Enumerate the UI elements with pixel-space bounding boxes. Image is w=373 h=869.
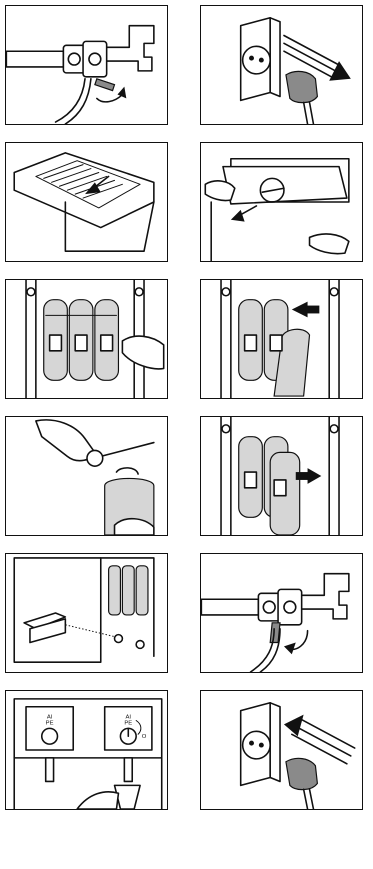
step-release-filters-panel xyxy=(5,279,168,399)
pull-filter-illustration xyxy=(201,280,362,398)
dial-mark-label: O xyxy=(142,734,147,740)
release-filters-illustration xyxy=(6,280,167,398)
plug-in-illustration xyxy=(201,691,362,809)
reassemble-illustration xyxy=(6,554,167,672)
step-disconnect-filter-panel xyxy=(5,416,168,536)
open-panel-illustration xyxy=(201,143,362,261)
step-pull-filter-panel xyxy=(200,279,363,399)
left-knob-label-2: PE xyxy=(46,720,54,726)
step-close-tap-panel xyxy=(5,5,168,125)
unplug-illustration xyxy=(201,6,362,124)
step-open-tap-panel xyxy=(200,553,363,673)
step-remove-cover-panel xyxy=(5,142,168,262)
disconnect-filter-illustration xyxy=(6,417,167,535)
step-reassemble-panel xyxy=(5,553,168,673)
step-insert-filter-panel xyxy=(200,416,363,536)
open-tap-illustration xyxy=(201,554,362,672)
right-knob-label-2: PE xyxy=(124,720,132,726)
step-plug-in-panel xyxy=(200,690,363,810)
remove-cover-illustration xyxy=(6,143,167,261)
close-tap-illustration xyxy=(6,6,167,124)
insert-filter-illustration xyxy=(201,417,362,535)
step-open-panel xyxy=(200,142,363,262)
step-unplug-panel xyxy=(200,5,363,125)
